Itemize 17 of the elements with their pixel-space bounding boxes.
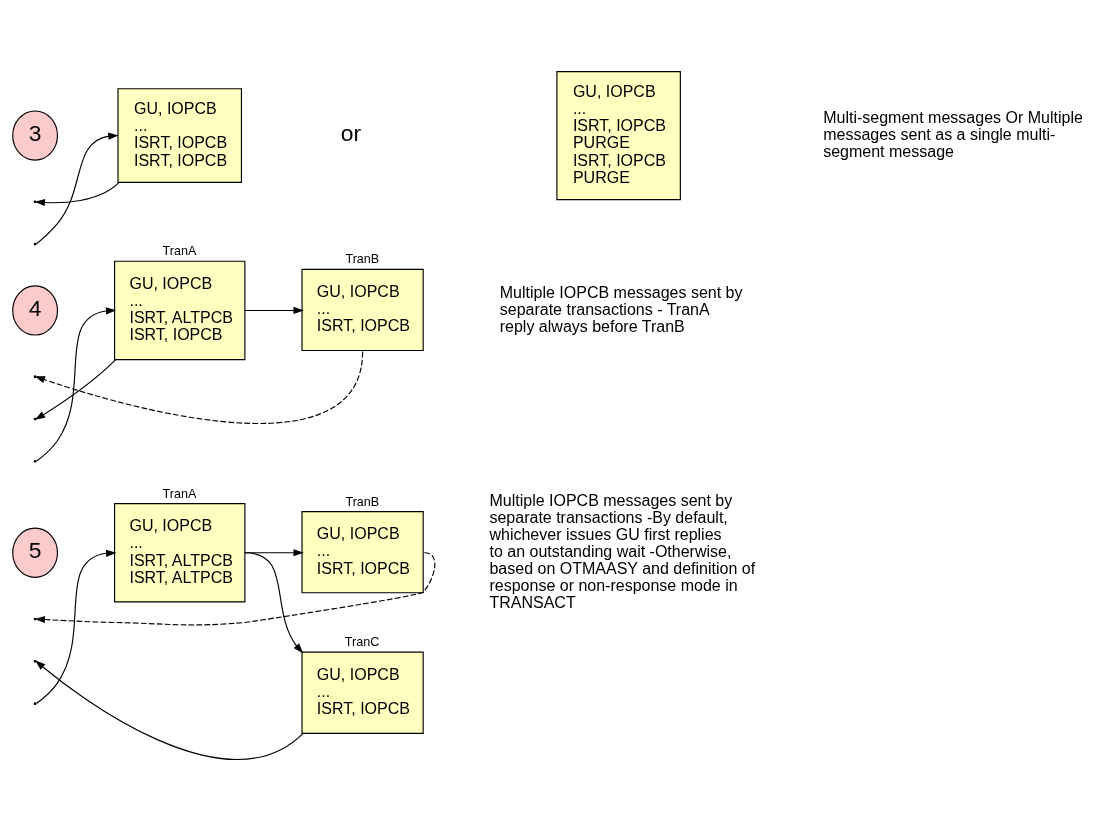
label: Multiple IOPCB messages sent by separate transactions - TranA reply always before TranB: [499, 283, 743, 335]
arrow: [35, 660, 304, 760]
label: Multiple IOPCB messages sent by separate transactions -By default, whichever issues GU first replies to an outstanding wait -Otherwise, based on OTMAASY and definition of response or non-response mode in TRANSACT: [489, 491, 756, 612]
label: or: [340, 120, 362, 147]
label: Multi-segment messages Or Multiple messages sent as a single multi-segment message: [823, 108, 1083, 160]
node-circle: 5: [12, 527, 59, 578]
node-label: TranB: [345, 252, 380, 267]
node-label: TranA: [162, 486, 197, 501]
arrow: [244, 306, 304, 315]
node-circle: 3: [12, 110, 59, 161]
node-box: GU, IOPCB ... ISRT, IOPCB PURGE ISRT, IOPCB PURGE: [556, 71, 681, 201]
arrow: [244, 552, 304, 654]
node-label: TranA: [162, 244, 197, 259]
node-box: GU, IOPCB ... ISRT, IOPCB ISRT, IOPCB: [117, 88, 242, 183]
node-label: TranC: [344, 635, 380, 650]
node-label: TranB: [345, 494, 380, 509]
node-circle: 4: [12, 285, 59, 336]
